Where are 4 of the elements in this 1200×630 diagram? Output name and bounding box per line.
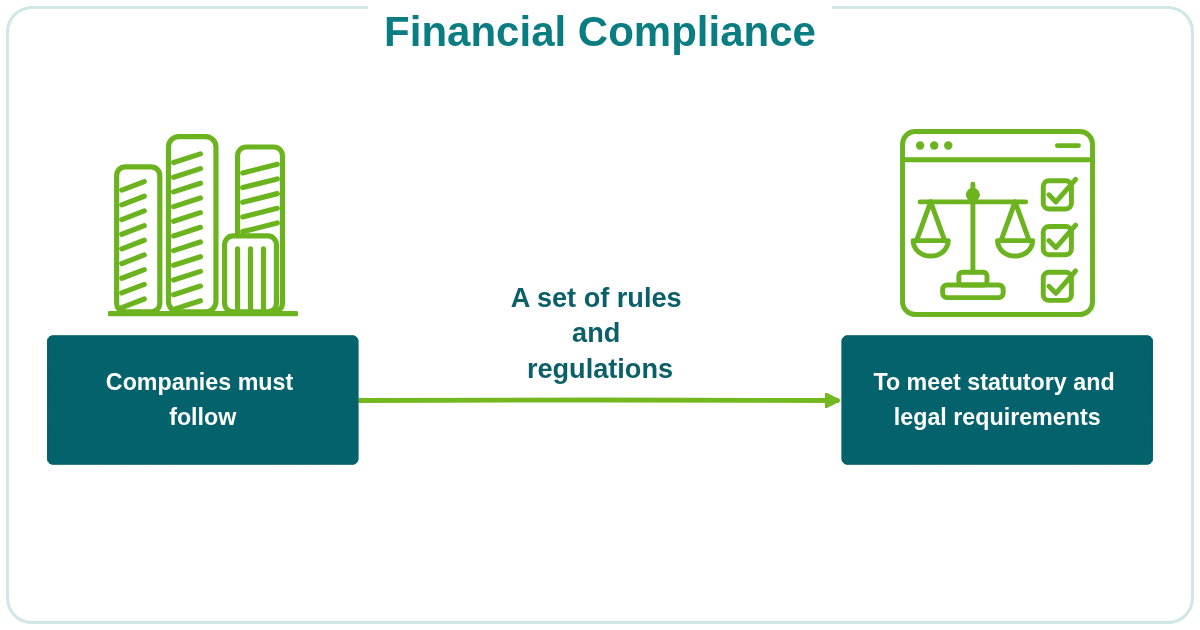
title: Financial Compliance — [368, 6, 832, 58]
arrow — [358, 391, 842, 409]
process-box: To meet statutory and legal requirements — [841, 335, 1153, 465]
process-box: Companies must follow — [47, 335, 359, 465]
